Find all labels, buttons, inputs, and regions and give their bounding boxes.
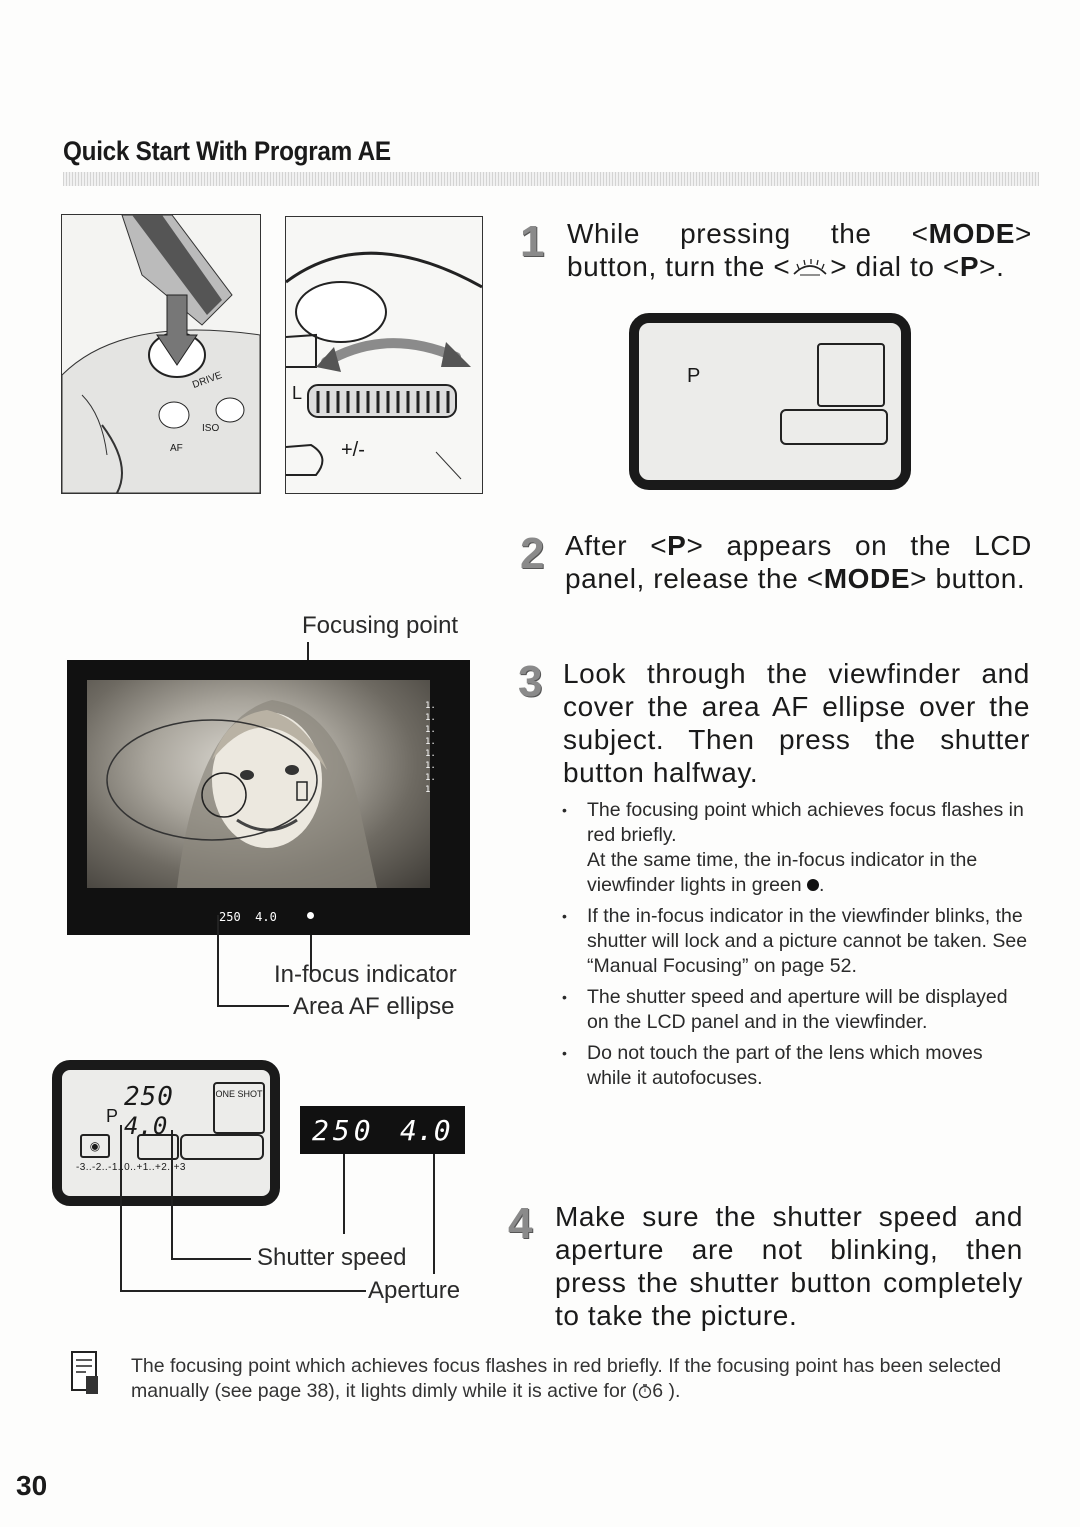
- note-body: The focusing point which achieves focus …: [131, 1355, 1002, 1402]
- lcd-shutter-box: [817, 343, 885, 407]
- lcd-panel-full: P 250 4.0 ONE SHOT ◉ -3..-2..-1..0..+1..…: [52, 1060, 280, 1206]
- viewfinder-image: 1.1.1.1.1.1.1.1 250 4.0: [67, 660, 470, 935]
- mode-button-illustration: DRIVE AF ISO: [61, 214, 261, 494]
- lcd-aperture-box: [780, 409, 888, 445]
- lcd-aperture-leader-v: [120, 1125, 122, 1290]
- lcd-shutter-leader-v: [171, 1130, 173, 1258]
- main-dial-illustration: L +/-: [285, 216, 483, 494]
- page-number: 30: [16, 1470, 48, 1501]
- step-2-text-a: After <: [565, 530, 668, 561]
- readout-aperture-leader: [433, 1154, 435, 1274]
- bullet-item: If the in-focus indicator in the viewfin…: [560, 904, 1030, 979]
- bullet-text-2b: .: [819, 874, 825, 896]
- step-3-bullets: The focusing point which achieves focus …: [560, 798, 1030, 1097]
- metering-icon: ◉: [80, 1134, 110, 1158]
- viewfinder-scale: 1.1.1.1.1.1.1.1: [425, 701, 436, 795]
- readout-shutter-leader: [343, 1154, 345, 1234]
- bullet-item: The focusing point which achieves focus …: [560, 798, 1030, 898]
- green-dot-icon: [807, 879, 820, 891]
- bullet-text: The focusing point which achieves focus …: [587, 799, 1024, 846]
- step-1-mode: MODE: [928, 218, 1016, 249]
- lcd-full-shutter: 250: [124, 1082, 174, 1112]
- title-rule: [63, 172, 1039, 186]
- step-1-number: 1: [520, 217, 545, 266]
- step-1-text-c: > dial to <: [830, 251, 960, 282]
- step-2-p: P: [667, 530, 687, 561]
- step-2-number: 2: [520, 529, 545, 578]
- lcd-full-mode: P: [106, 1106, 119, 1126]
- step-4-text: Make sure the shutter speed and aperture…: [555, 1201, 1023, 1331]
- viewfinder-readout-display: 250 4.0: [300, 1106, 465, 1154]
- lcd-aperture-leader-h: [120, 1290, 366, 1292]
- af-label: AF: [170, 443, 183, 454]
- dial-drawing: [286, 251, 482, 480]
- area-af-ellipse-label: Area AF ellipse: [293, 993, 455, 1020]
- step-2-text-b: > appears on the LCD panel, release the …: [565, 530, 1032, 594]
- ellipse-leader-vertical: [217, 915, 219, 1005]
- lcd-wide-box: [180, 1134, 264, 1160]
- step-2-text: After <P> appears on the LCD panel, rele…: [565, 529, 1032, 595]
- step-1-text-a: While pressing the <: [567, 218, 929, 249]
- readout-shutter: 250: [312, 1114, 375, 1147]
- viewfinder-readout: 250 4.0: [219, 910, 277, 924]
- main-dial-icon: [790, 252, 830, 276]
- focusing-point-label: Focusing point: [302, 612, 459, 639]
- lcd-one-shot-label: ONE SHOT: [215, 1089, 263, 1099]
- shutter-speed-label: Shutter speed: [257, 1244, 407, 1271]
- camera-top-drawing: [62, 215, 260, 493]
- lcd-mode-indicator: P: [687, 365, 701, 387]
- exposure-scale: -3..-2..-1..0..+1..+2..+3: [76, 1162, 186, 1173]
- bullet-item: The shutter speed and aperture will be d…: [560, 985, 1030, 1035]
- note-ref: 6 ).: [652, 1380, 681, 1402]
- readout-aperture: 4.0: [400, 1114, 451, 1147]
- step-1-text: While pressing the <MODE> button, turn t…: [567, 217, 1032, 283]
- lcd-one-shot-box: ONE SHOT: [213, 1082, 265, 1134]
- dial-l-label: L: [292, 383, 303, 403]
- step-2-text-c: > button.: [910, 563, 1026, 594]
- in-focus-indicator-label: In-focus indicator: [274, 961, 457, 988]
- viewfinder-photo: [87, 680, 430, 888]
- iso-label: ISO: [202, 423, 220, 434]
- step-3-text: Look through the viewfinder and cover th…: [563, 658, 1030, 788]
- dial-plusminus-label: +/-: [341, 439, 365, 461]
- step-3-number: 3: [518, 657, 543, 706]
- timer-icon: [638, 1381, 652, 1399]
- aperture-label: Aperture: [368, 1277, 461, 1304]
- step-1-p: P: [959, 251, 980, 282]
- step-2-mode: MODE: [823, 563, 911, 594]
- in-focus-leader: [310, 935, 312, 975]
- note-icon: [70, 1350, 102, 1396]
- in-focus-indicator-dot: [307, 912, 314, 919]
- lcd-frame-box: [137, 1134, 179, 1160]
- page-title: Quick Start With Program AE: [63, 136, 391, 166]
- lcd-shutter-leader-h: [171, 1258, 251, 1260]
- step-4-number: 4: [508, 1199, 533, 1248]
- step-1-text-b: > button, turn the <: [567, 218, 1032, 282]
- bullet-text-2a: At the same time, the in-focus indicator…: [587, 849, 978, 896]
- step-1-text-d: >.: [979, 251, 1005, 282]
- note-text: The focusing point which achieves focus …: [131, 1354, 1011, 1404]
- portrait-drawing: [106, 700, 377, 888]
- bullet-item: Do not touch the part of the lens which …: [560, 1041, 1030, 1091]
- lcd-panel-mode-display: P: [629, 313, 911, 490]
- ellipse-leader-horizontal: [217, 1005, 289, 1007]
